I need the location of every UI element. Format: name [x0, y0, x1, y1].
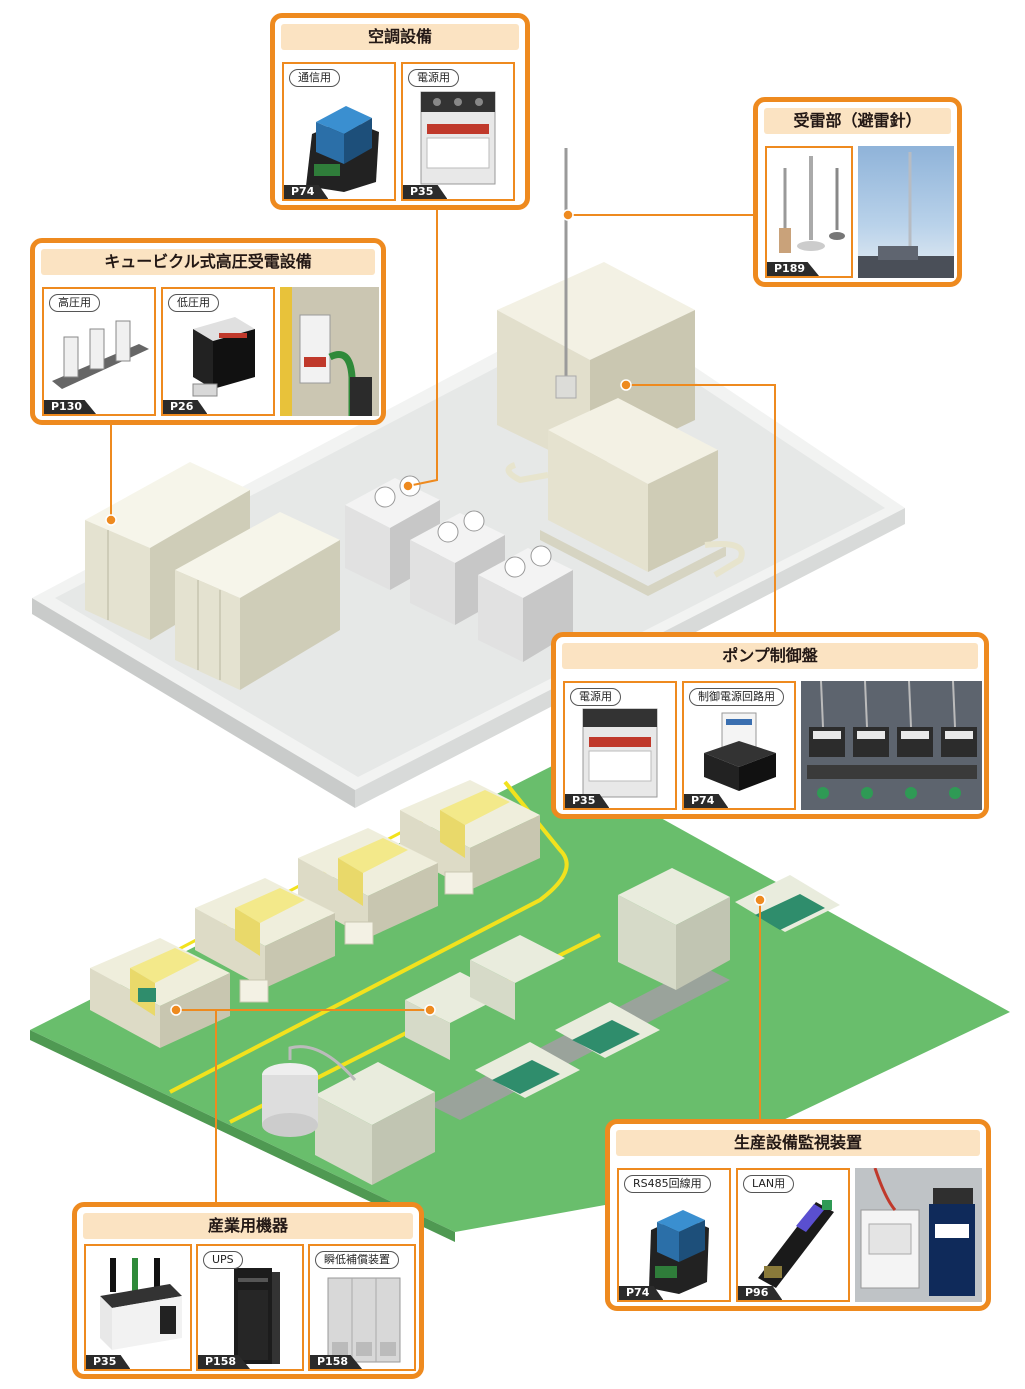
- low-voltage-arrester-icon: [192, 317, 255, 397]
- ups-icon: [234, 1268, 280, 1364]
- cubicle-hv-card[interactable]: 高圧用 P130: [42, 287, 156, 416]
- industrial-protector-page: P35: [86, 1355, 131, 1369]
- pump-panel-photo: [801, 681, 982, 810]
- connector-dots: [105, 209, 766, 1016]
- voltage-sag-compensator-icon: [327, 1277, 401, 1363]
- aircon-comm-card[interactable]: 通信用 P74: [282, 62, 396, 201]
- water-tank: [505, 398, 745, 596]
- cubicle-lv-page: P26: [163, 400, 208, 414]
- rs485-protector-icon: [649, 1210, 709, 1294]
- cubicle-install-photo: [280, 287, 379, 416]
- pump-power-tag: 電源用: [570, 688, 621, 706]
- cubicle-cabinets: [85, 462, 340, 690]
- cubicle-panel: キュービクル式高圧受電設備 高圧用 P130 低圧用 P26: [30, 238, 386, 425]
- power-surge-protector-icon: [582, 708, 658, 798]
- industrial-sag-card[interactable]: 瞬低補償装置 P158: [308, 1244, 416, 1371]
- pump-control-page: P74: [684, 794, 729, 808]
- lightning-rod-card[interactable]: P189: [765, 146, 853, 278]
- pump-photo-drawing: [801, 681, 982, 810]
- aircon-power-page: P35: [403, 185, 448, 199]
- cubicle-panel-title: キュービクル式高圧受電設備: [41, 249, 375, 275]
- pump-control-tag: 制御電源回路用: [689, 688, 784, 706]
- monitor-panel: 生産設備監視装置 RS485回線用 P74 LAN用 P96: [605, 1119, 991, 1311]
- cubicle-lv-tag: 低圧用: [168, 294, 219, 312]
- lan-protector-icon: [758, 1200, 834, 1288]
- industrial-sag-page: P158: [310, 1355, 363, 1369]
- industrial-protector-icon: [100, 1258, 182, 1350]
- monitor-lan-tag: LAN用: [743, 1175, 795, 1193]
- aircon-panel-title: 空調設備: [281, 24, 519, 50]
- aircon-panel: 空調設備 通信用 P74 電源用 P35: [270, 13, 530, 210]
- monitor-panel-title: 生産設備監視装置: [616, 1130, 980, 1156]
- lightning-panel: 受雷部（避雷針） P189: [753, 97, 962, 287]
- surge-protector-icon: [306, 106, 379, 192]
- pump-panel-title: ポンプ制御盤: [562, 643, 978, 669]
- mast-drawing: [858, 152, 954, 278]
- monitor-lan-card[interactable]: LAN用 P96: [736, 1168, 850, 1302]
- cubicle-lv-card[interactable]: 低圧用 P26: [161, 287, 275, 416]
- monitor-rs485-card[interactable]: RS485回線用 P74: [617, 1168, 731, 1302]
- lightning-rod-icon: [779, 156, 845, 253]
- lightning-panel-title: 受雷部（避雷針）: [764, 108, 951, 134]
- pump-power-card[interactable]: 電源用 P35: [563, 681, 677, 810]
- power-surge-protector-icon: [420, 91, 496, 185]
- high-voltage-arrester-icon: [52, 320, 149, 389]
- production-line: [262, 868, 840, 1185]
- aircon-comm-tag: 通信用: [289, 69, 340, 87]
- lightning-mast-photo: [858, 146, 954, 278]
- connector-lines: [110, 210, 776, 1205]
- monitor-rs485-tag: RS485回線用: [624, 1175, 711, 1193]
- monitor-lan-page: P96: [738, 1286, 783, 1300]
- cubicle-photo-drawing: [280, 287, 379, 416]
- control-circuit-protector-icon: [704, 712, 776, 791]
- aircon-power-tag: 電源用: [408, 69, 459, 87]
- industrial-ups-tag: UPS: [203, 1251, 243, 1269]
- lightning-rod-page: P189: [767, 262, 820, 276]
- pump-panel: ポンプ制御盤 電源用 P35 制御電源回路用 P74: [551, 632, 989, 819]
- monitor-photo-drawing: [855, 1168, 982, 1302]
- monitor-rs485-page: P74: [619, 1286, 664, 1300]
- condenser-units: [345, 475, 573, 662]
- monitor-install-photo: [855, 1168, 982, 1302]
- pump-control-card[interactable]: 制御電源回路用 P74: [682, 681, 796, 810]
- industrial-sag-tag: 瞬低補償装置: [315, 1251, 399, 1269]
- industrial-protector-card[interactable]: P35: [84, 1244, 192, 1371]
- cubicle-hv-page: P130: [44, 400, 97, 414]
- aircon-comm-page: P74: [284, 185, 329, 199]
- pump-power-page: P35: [565, 794, 610, 808]
- industrial-panel: 産業用機器 P35 UPS P158 瞬低補償装置: [72, 1202, 424, 1379]
- industrial-ups-card[interactable]: UPS P158: [196, 1244, 304, 1371]
- industrial-panel-title: 産業用機器: [83, 1213, 413, 1239]
- industrial-ups-page: P158: [198, 1355, 251, 1369]
- cubicle-hv-tag: 高圧用: [49, 294, 100, 312]
- aircon-power-card[interactable]: 電源用 P35: [401, 62, 515, 201]
